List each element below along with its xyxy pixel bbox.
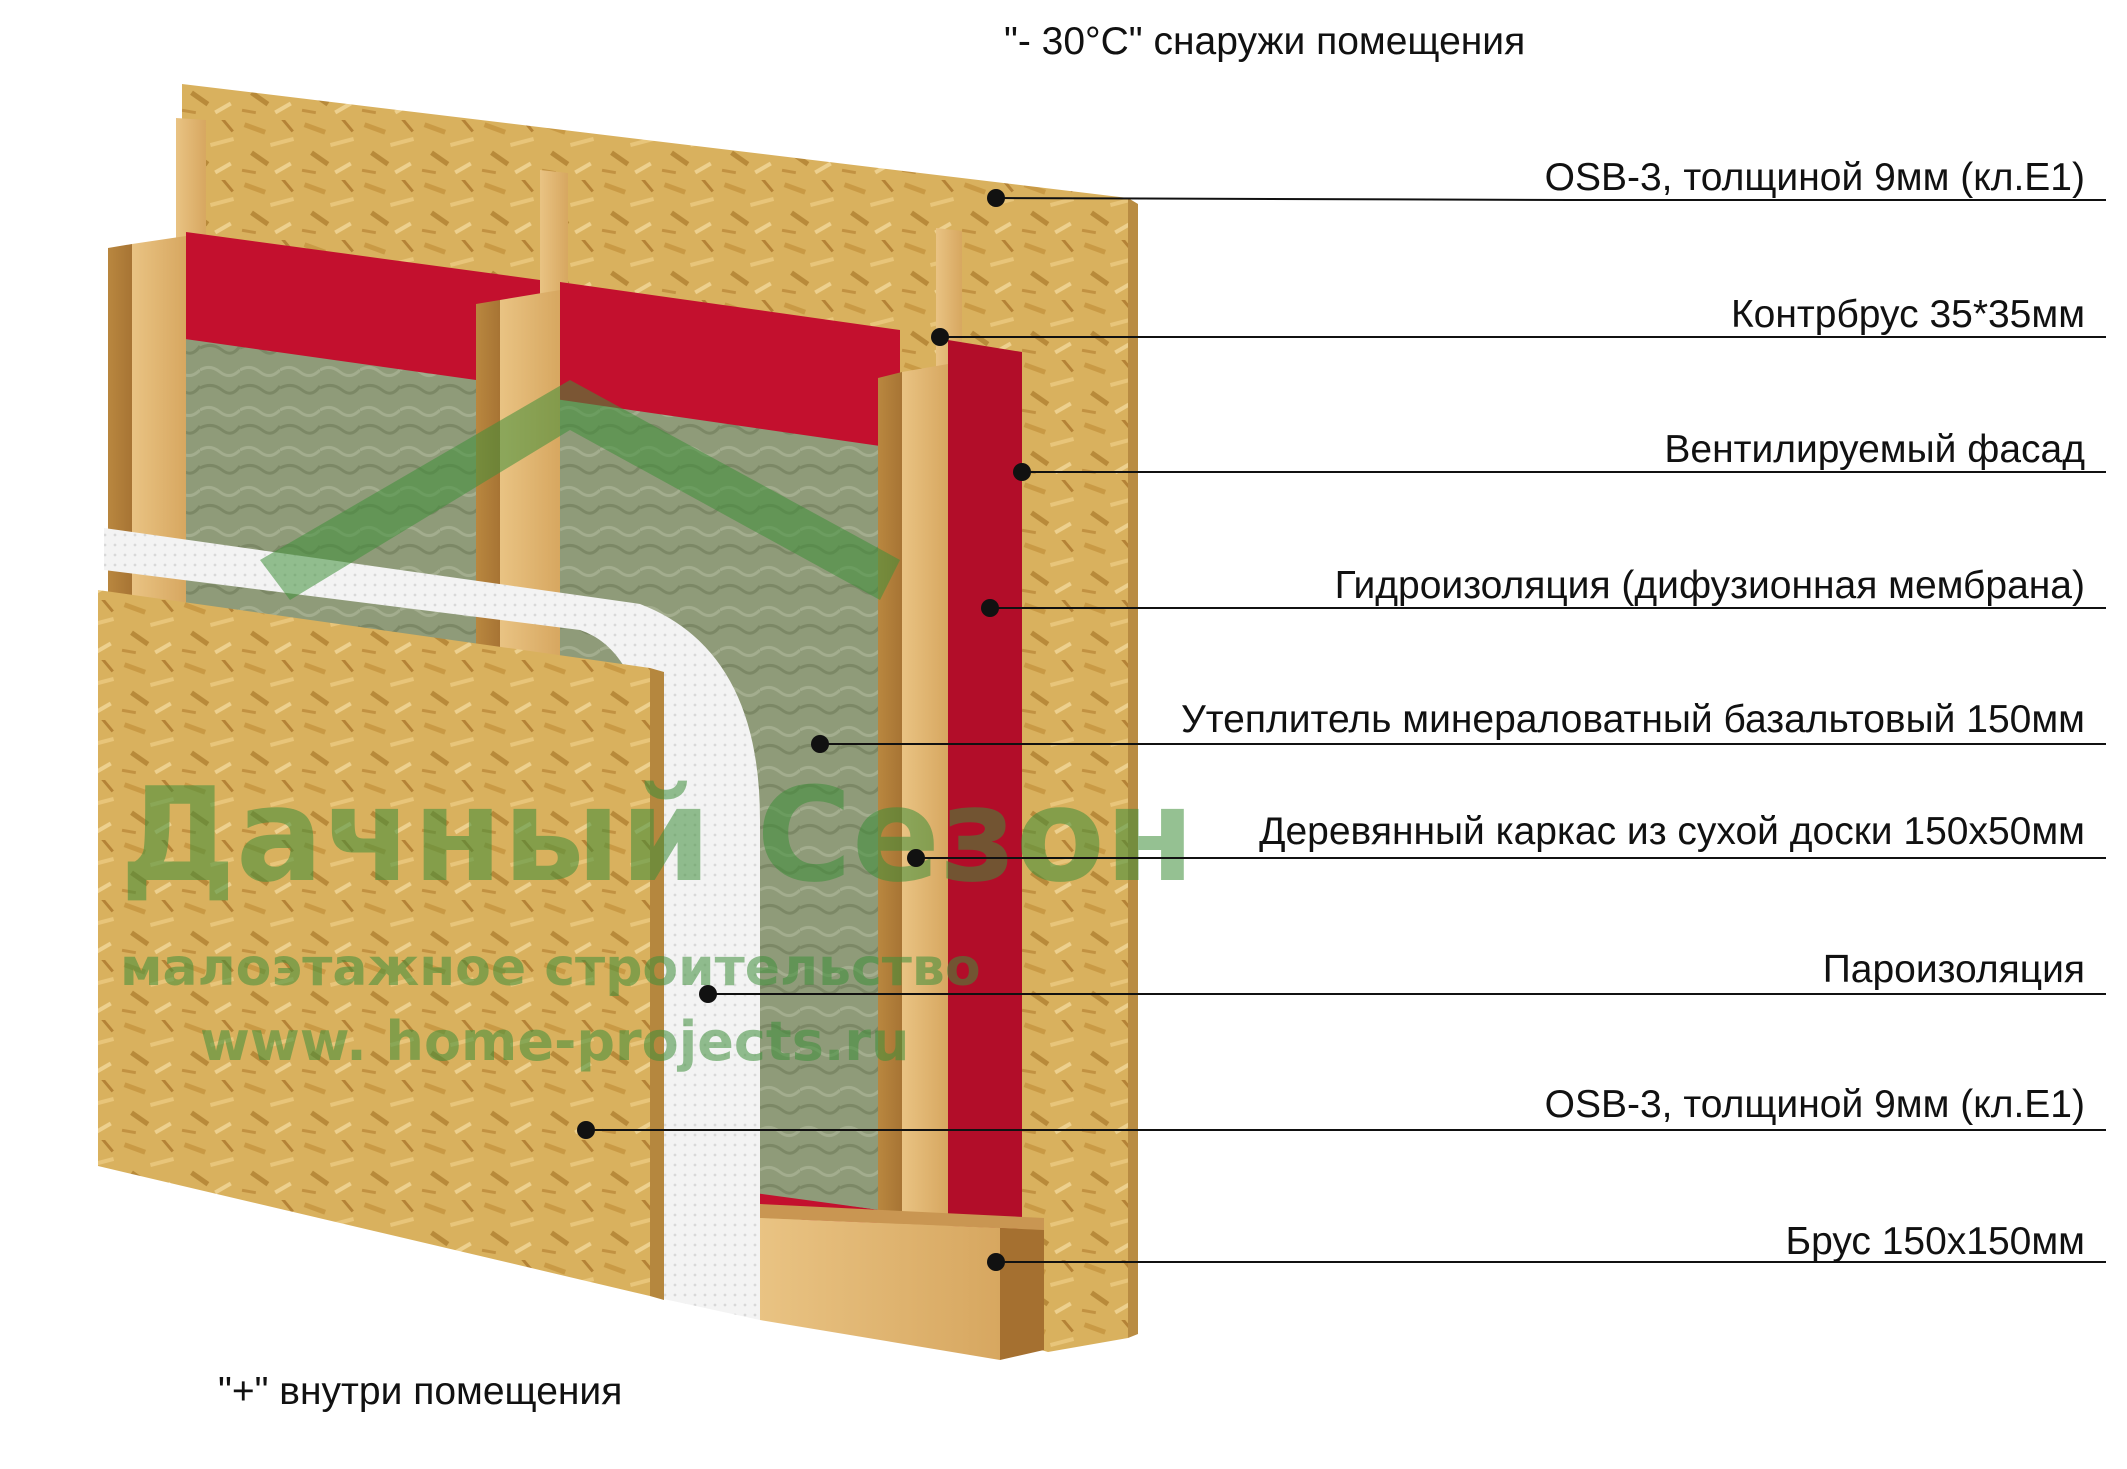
watermark: Дачный Сезон малоэтажное строительство w…	[120, 380, 1195, 1073]
leader-dot-3	[1013, 463, 1031, 481]
label-timber-frame: Деревянный каркас из сухой доски 150х50м…	[1259, 810, 2085, 853]
label-mineral-wool: Утеплитель минераловатный базальтовый 15…	[1180, 698, 2085, 741]
label-waterproofing: Гидроизоляция (дифузионная мембрана)	[1334, 564, 2085, 607]
beam-face	[760, 1218, 1000, 1360]
label-counter-batten: Контрбрус 35*35мм	[1730, 293, 2085, 336]
leader-lines	[577, 189, 2106, 1271]
label-osb-exterior: OSB-3, толщиной 9мм (кл.Е1)	[1544, 156, 2085, 199]
bottom-beam	[760, 1204, 1044, 1360]
front-osb-board	[98, 590, 650, 1296]
inside-caption: "+" внутри помещения	[218, 1370, 623, 1413]
leader-dot-4	[981, 599, 999, 617]
outside-caption: "- 30°C" снаружи помещения	[1004, 20, 1526, 63]
stud-right-face	[902, 364, 948, 1254]
leader-dot-6	[907, 849, 925, 867]
leader-dot-5	[811, 735, 829, 753]
beam-top	[760, 1204, 1044, 1230]
beam-end	[1000, 1228, 1044, 1360]
label-osb-interior: OSB-3, толщиной 9мм (кл.Е1)	[1544, 1083, 2085, 1126]
watermark-house-icon	[260, 380, 900, 600]
leader-dot-8	[577, 1121, 595, 1139]
vapor-barrier	[104, 528, 760, 1320]
watermark-url: www. home-projects.ru	[200, 1010, 909, 1073]
leader-dot-2	[931, 328, 949, 346]
back-osb-edge	[1128, 198, 1138, 1338]
label-ventilated-facade: Вентилируемый фасад	[1664, 428, 2085, 471]
leader-dot-7	[699, 985, 717, 1003]
watermark-subtitle: малоэтажное строительство	[120, 938, 981, 998]
red-membrane-right	[948, 340, 1022, 1262]
label-bottom-beam: Брус 150х150мм	[1785, 1220, 2085, 1263]
watermark-title: Дачный Сезон	[120, 759, 1195, 911]
front-osb-edge	[650, 668, 664, 1300]
leader-line-1	[995, 197, 2106, 201]
leader-dot-1	[987, 189, 1005, 207]
label-vapor-barrier: Пароизоляция	[1822, 948, 2085, 991]
leader-dot-9	[987, 1253, 1005, 1271]
